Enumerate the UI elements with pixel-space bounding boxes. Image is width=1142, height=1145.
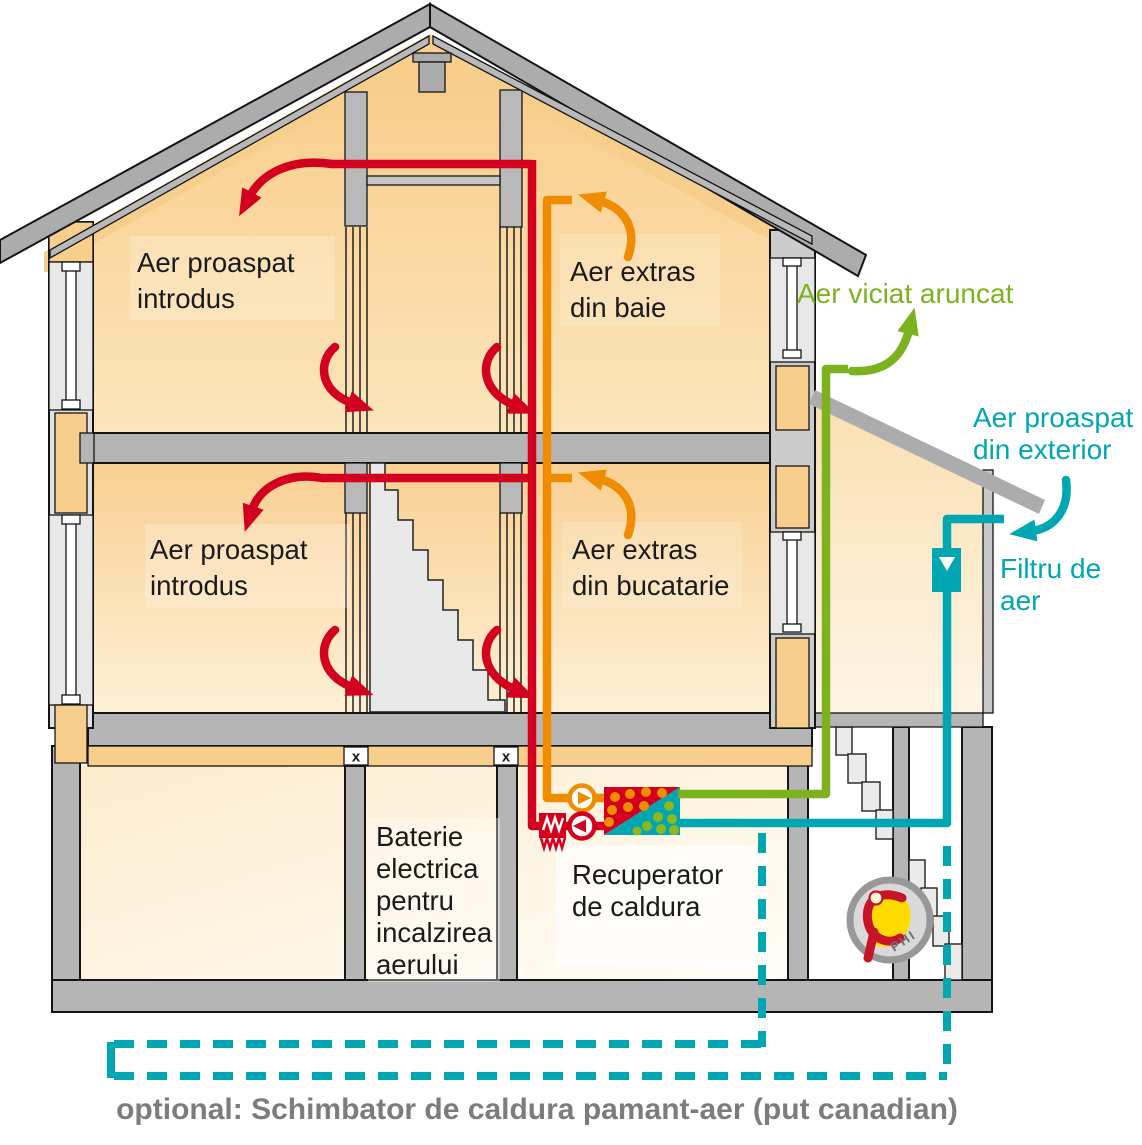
- slab-notch: [79, 432, 95, 464]
- label-air-filter: Filtru de aer: [1000, 553, 1109, 616]
- window-cap: [61, 694, 81, 705]
- transfer-arrow-attic-left: [319, 342, 374, 413]
- floor2-post-left: [344, 462, 368, 514]
- exhaust-pipe: [678, 364, 848, 799]
- optional-caption: optional: Schimbator de caldura pamant-a…: [116, 1093, 958, 1126]
- pipes: [107, 159, 1004, 1080]
- supply-outlet-arrow-floor2: [242, 472, 327, 532]
- annex-room: [815, 398, 983, 713]
- window-cap: [61, 261, 81, 272]
- basement-wall-right: [961, 726, 993, 1013]
- basement-wall-left: [51, 745, 81, 1013]
- floor2-post-right: [499, 462, 523, 514]
- basement-stairs-upper-flight: [835, 726, 894, 840]
- window-attic-left-mullion: [65, 267, 77, 407]
- basement-floor-slab: [51, 979, 993, 1013]
- label-fresh-outside: Aer proaspat din exterior: [973, 402, 1141, 465]
- ground-loop-dashed: [114, 833, 951, 1080]
- window-cap: [782, 349, 802, 359]
- unit-cold-dots: [632, 801, 679, 836]
- duct-marker-box-left: [343, 746, 369, 766]
- heater-coil-icon: [541, 814, 565, 834]
- phi-logo-dot-icon: [868, 890, 884, 906]
- label-extract-bath: Aer extras din baie: [570, 256, 703, 323]
- ground-floor-screed: [87, 745, 813, 767]
- label-supply-attic: Aer proaspat introdus: [137, 247, 302, 314]
- fan-arrow-icon: [573, 819, 586, 833]
- transfer-arrow-attic-right: [481, 342, 536, 414]
- supply-outlet-arrow-attic: [239, 158, 337, 217]
- rafter-left: [49, 34, 430, 260]
- label-electric-battery: Baterie electrica pentru incalzirea aeru…: [376, 821, 500, 980]
- air-filter-symbol: [932, 548, 961, 592]
- air-heater: [539, 813, 567, 853]
- duct-marker-left: x: [352, 749, 361, 766]
- label-heat-recovery: Recuperator de caldura: [572, 859, 731, 922]
- ground-floor-slab: [87, 712, 813, 747]
- fan-arrow-icon: [578, 791, 591, 805]
- window-cap: [782, 623, 802, 633]
- window-attic-right-mullion: [786, 263, 798, 357]
- exhaust-arrow: [847, 307, 919, 376]
- ridge-post: [418, 61, 446, 93]
- duct-marker-box-right: [493, 746, 519, 766]
- basement-partition-1: [344, 765, 366, 981]
- heat-recovery-unit: [604, 787, 680, 836]
- wall-right-panel-2: [775, 465, 810, 529]
- transfer-arrow-floor2-right: [481, 625, 536, 699]
- annex-wall: [982, 469, 994, 714]
- heater-fins: [539, 833, 567, 853]
- return-fan: [567, 811, 597, 841]
- ridge-cap: [412, 52, 452, 63]
- basement: [51, 726, 993, 1013]
- label-supply-floor2: Aer proaspat introdus: [150, 534, 315, 601]
- fresh-air-pipe: [678, 514, 1004, 828]
- window-floor2-right-mullion: [786, 537, 798, 629]
- window-cap: [782, 531, 802, 541]
- annex-roof: [809, 390, 1045, 514]
- window-cap: [782, 257, 802, 267]
- duct-marker-right: x: [502, 749, 511, 766]
- duct-markers: x x: [343, 746, 519, 766]
- attic-floor-slab: [79, 432, 813, 464]
- flow-arrows: [239, 158, 1071, 699]
- phi-logo: PHI: [846, 876, 934, 964]
- extract-arrow-kitchen: [577, 469, 636, 540]
- collar-beam: [366, 175, 501, 186]
- wall-left: [48, 221, 95, 764]
- supply-fan: [567, 783, 597, 813]
- attic-room: [93, 54, 770, 433]
- wall-right-panel-3: [775, 637, 810, 729]
- unit-cold-side: [604, 787, 680, 835]
- floor-slabs: [79, 432, 984, 767]
- wall-right: [769, 229, 816, 729]
- phi-logo-red-tail: [863, 927, 879, 963]
- wall-right-panel-1: [775, 365, 810, 431]
- window-cap: [61, 399, 81, 410]
- annex-floor-slab: [811, 712, 984, 728]
- label-exhaust-air: Aer viciat aruncat: [797, 278, 1014, 309]
- unit-warm-dots: [604, 787, 667, 827]
- transfer-arrow-floor2-left: [319, 625, 374, 696]
- staircase: [369, 462, 506, 713]
- attic-post-left: [344, 91, 368, 227]
- phi-logo-red-icon: [862, 890, 907, 946]
- roof: [0, 2, 1045, 514]
- filter-triangle-icon: [939, 557, 955, 571]
- extract-arrow-bath: [577, 191, 636, 262]
- wall-left-bottom-panel: [54, 704, 88, 764]
- label-patches: [130, 234, 768, 982]
- window-floor2-left-mullion: [65, 520, 77, 700]
- attic-post-right: [499, 89, 523, 228]
- window-cap: [61, 514, 81, 525]
- fresh-intake-arrow: [1009, 475, 1071, 542]
- label-extract-kitchen: Aer extras din bucatarie: [572, 534, 729, 601]
- rafter-right: [432, 34, 813, 246]
